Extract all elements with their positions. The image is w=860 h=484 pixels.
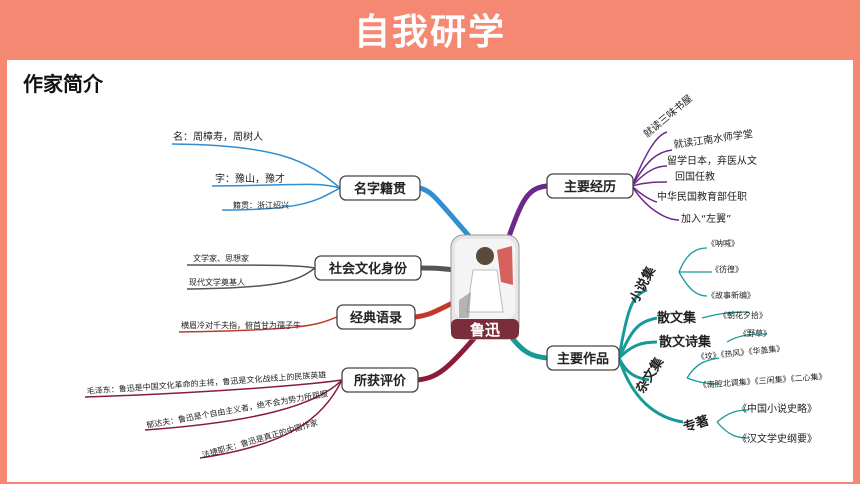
quote-leaf-1: 横眉冷对千夫指，俯首甘为孺子牛 xyxy=(181,320,301,330)
identity-leaf-2: 现代文学奠基人 xyxy=(189,277,245,287)
experience-leaf-1: 就读三味书屋 xyxy=(641,92,695,141)
header-bar: 自我研学 xyxy=(0,0,860,58)
name-leaf-1: 名：周樟寿，周树人 xyxy=(173,130,263,143)
prose-leaf-1: 《野草》 xyxy=(739,328,771,338)
branch-experience-node: 主要经历 xyxy=(546,173,634,199)
center-portrait: 鲁迅 xyxy=(450,234,520,340)
header-title: 自我研学 xyxy=(353,12,506,53)
experience-leaf-5: 中华民国教育部任职 xyxy=(657,190,747,203)
name-leaf-2: 字：豫山，豫才 xyxy=(215,172,285,185)
branch-identity-node: 社会文化身份 xyxy=(314,255,422,281)
branch-name-node: 名字籍贯 xyxy=(339,175,421,201)
identity-leaf-1: 文学家、思想家 xyxy=(193,253,249,263)
monograph-leaf-2: 《汉文学史纲要》 xyxy=(737,432,817,445)
branch-evaluation-node: 所获评价 xyxy=(341,367,419,393)
connector-name xyxy=(418,185,479,247)
experience-leaf-3: 留学日本，弃医从文 xyxy=(667,154,757,167)
experience-leaf-6: 加入“左翼” xyxy=(681,212,731,225)
evaluation-leaf-3: 法捷耶夫：鲁迅是真正的中国作家 xyxy=(201,417,319,460)
branch-name-label: 名字籍贯 xyxy=(354,181,406,197)
works-monographs-label: 专著 xyxy=(681,413,711,436)
works-novels-label: 小说集 xyxy=(626,263,659,306)
name-leaf-lines xyxy=(171,143,341,211)
zawen-leaf-2: 《南腔北调集》《三闲集》《二心集》 xyxy=(698,371,826,390)
works-prose-label: 散文诗集 xyxy=(659,334,712,350)
experience-leaf-2: 就读江南水师学堂 xyxy=(673,127,754,151)
works-zawen-label: 杂文集 xyxy=(633,354,668,396)
branch-works-node: 主要作品 xyxy=(546,345,620,371)
novel-leaf-2: 《彷徨》 xyxy=(711,264,743,274)
experience-leaf-lines xyxy=(631,131,680,221)
connector-identity xyxy=(420,265,456,273)
branch-works-label: 主要作品 xyxy=(557,351,609,367)
quote-leaf-lines xyxy=(178,316,338,333)
branch-quote-label: 经典语录 xyxy=(350,310,402,326)
branch-quote-node: 经典语录 xyxy=(336,304,416,330)
branch-experience-label: 主要经历 xyxy=(564,179,616,195)
novel-leaf-3: 《故事新编》 xyxy=(707,290,755,300)
branch-evaluation-label: 所获评价 xyxy=(354,373,407,389)
experience-leaf-4: 回国任教 xyxy=(675,170,715,183)
works-leaf-lines xyxy=(678,247,768,439)
name-leaf-3: 籍贯：浙江绍兴 xyxy=(233,200,289,210)
center-name: 鲁迅 xyxy=(470,321,500,339)
branch-identity-label: 社会文化身份 xyxy=(328,261,408,277)
works-sub-lines xyxy=(617,288,684,424)
connector-evaluation xyxy=(416,333,479,383)
works-essays-label: 散文集 xyxy=(657,310,697,326)
connector-experience xyxy=(504,183,548,243)
evaluation-leaf-lines xyxy=(84,379,343,459)
monograph-leaf-1: 《中国小说史略》 xyxy=(737,402,817,415)
novel-leaf-1: 《呐喊》 xyxy=(707,238,739,248)
page-subtitle: 作家简介 xyxy=(23,72,103,96)
slide-content: 作家简介 .lbl { font-family: "DejaVu Sans", … xyxy=(7,60,853,482)
identity-leaf-lines xyxy=(186,264,316,290)
essay-leaf-1: 《朝花夕拾》 xyxy=(719,310,767,320)
mind-map: .lbl { font-family: "DejaVu Sans", sans-… xyxy=(84,92,827,460)
